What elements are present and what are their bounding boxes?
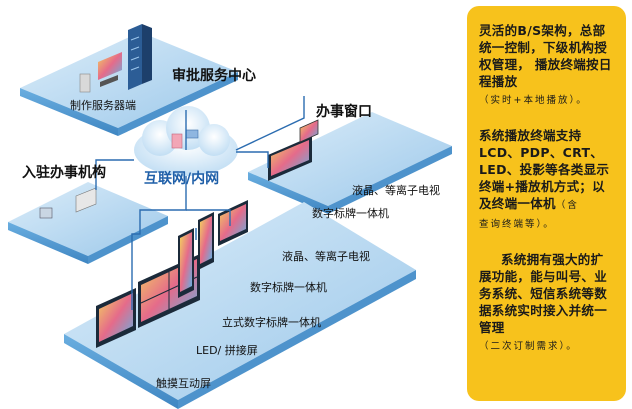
label-production-server: 制作服务器端 — [70, 99, 136, 112]
label-internet: 互联网/内网 — [144, 171, 220, 187]
label-window-lcd: 液晶、等离子电视 — [352, 184, 440, 197]
note-terminals-detail-a: （含 — [555, 200, 579, 211]
feature-notes-panel: 灵活的B/S架构，总部统一控制，下级机构授权管理， 播放终端按日程播放 （实时+… — [467, 6, 626, 401]
digital-signage-icon — [198, 212, 214, 270]
note-architecture-main: 灵活的B/S架构，总部统一控制，下级机构授权管理， 播放终端按日程播放 — [479, 23, 612, 89]
label-agency: 入驻办事机构 — [22, 165, 106, 181]
touch-screen-icon — [96, 288, 136, 348]
note-extension-main: 系统拥有强大的扩展功能，能与叫号、业务系统、短信系统等数据系统实时接入并统一管理 — [479, 252, 608, 335]
server-building-icon — [128, 24, 152, 90]
label-window-signage: 数字标牌一体机 — [312, 207, 389, 220]
note-terminals-main: 系统播放终端支持LCD、PDP、CRT、LED、投影等各类显示终端+播放机方式；… — [479, 128, 610, 211]
label-touch-screen: 触摸互动屏 — [156, 377, 211, 390]
note-extension: 系统拥有强大的扩展功能，能与叫号、业务系统、短信系统等数据系统实时接入并统一管理… — [479, 251, 616, 355]
note-architecture: 灵活的B/S架构，总部统一控制，下级机构授权管理， 播放终端按日程播放 （实时+… — [479, 22, 616, 109]
note-extension-detail: （二次订制需求）。 — [479, 341, 578, 352]
platform-terminals — [64, 202, 416, 409]
platform-service-window — [248, 112, 452, 214]
lcd-tv-icon — [218, 200, 248, 246]
label-agency-lcd: 液晶、等离子电视 — [282, 250, 370, 263]
label-service-window: 办事窗口 — [316, 104, 372, 120]
label-agency-signage: 数字标牌一体机 — [250, 281, 327, 294]
label-led-wall: LED/ 拼接屏 — [196, 344, 258, 357]
note-terminals-detail-b: 查询终端等）。 — [479, 219, 555, 230]
note-architecture-detail: （实时+本地播放）。 — [479, 95, 588, 106]
standing-signage-icon — [178, 228, 194, 298]
network-lines — [95, 96, 305, 310]
platform-agency — [8, 182, 168, 264]
production-server-icon — [79, 52, 122, 93]
note-terminals: 系统播放终端支持LCD、PDP、CRT、LED、投影等各类显示终端+播放机方式；… — [479, 127, 616, 233]
label-standing-signage: 立式数字标牌一体机 — [222, 316, 321, 329]
label-approval-center: 审批服务中心 — [172, 68, 256, 84]
